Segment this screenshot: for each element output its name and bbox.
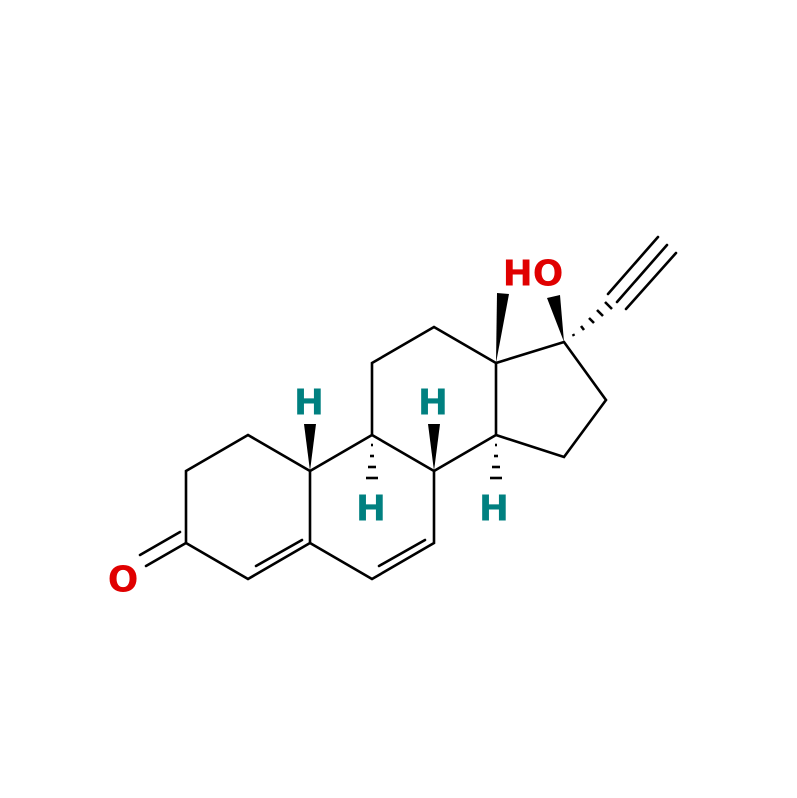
h8-wedge xyxy=(428,424,440,471)
ketone-oxygen-label: O xyxy=(108,560,139,601)
ring-d xyxy=(494,340,608,459)
triple-bond-2 xyxy=(615,243,669,304)
h14-hash xyxy=(490,443,502,480)
bonds xyxy=(138,235,678,581)
triple-bond-1 xyxy=(606,235,660,296)
methyl-wedge xyxy=(496,293,509,363)
atom-labels: O HO H H H H xyxy=(108,254,564,601)
h9-label: H xyxy=(356,489,386,530)
h14-label: H xyxy=(479,489,509,530)
hydroxyl-label: HO xyxy=(503,254,564,295)
carbonyl-bond-1 xyxy=(144,541,188,568)
h10-wedge xyxy=(304,424,316,471)
ethynyl-hash xyxy=(571,301,613,337)
h9-hash xyxy=(366,443,378,480)
triple-bond-3 xyxy=(624,251,678,311)
h10-label: H xyxy=(294,383,324,424)
oh-wedge xyxy=(547,295,564,342)
ring-a xyxy=(184,433,312,581)
double-bond-c4-c5 xyxy=(254,538,304,568)
ring-c xyxy=(370,325,498,473)
ring-b xyxy=(308,433,436,581)
double-bond-c6-c7 xyxy=(377,538,427,568)
carbonyl-bond-2 xyxy=(138,530,182,557)
h8-label: H xyxy=(418,383,448,424)
